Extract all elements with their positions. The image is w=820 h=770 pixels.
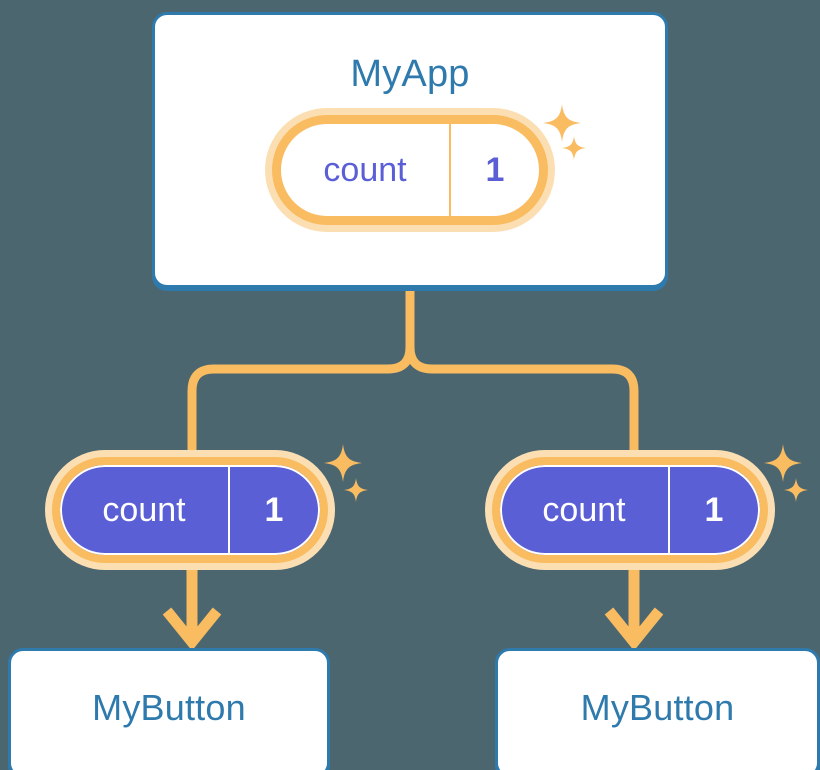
state-pill-branch-0[interactable]: count 1 <box>45 450 335 570</box>
page-title: MyApp <box>350 53 470 95</box>
sparkle-icon <box>784 478 808 502</box>
state-pill-ring: count 1 <box>492 457 768 563</box>
arrow-left-head-icon <box>162 607 222 651</box>
sparkle-icon <box>344 478 368 502</box>
state-pill-ring: count 1 <box>52 457 328 563</box>
state-pill-root[interactable]: count 1 <box>265 108 555 232</box>
sparkle-icon <box>324 444 362 482</box>
state-pill-value: 1 <box>668 465 758 555</box>
arrow-right-head-icon <box>604 607 664 651</box>
component-card-label: MyButton <box>580 687 735 728</box>
state-pill-branch-1[interactable]: count 1 <box>485 450 775 570</box>
state-pill-key: count <box>323 150 407 189</box>
state-pill-ring: count 1 <box>272 115 548 225</box>
sparkle-icon <box>764 444 802 482</box>
component-card-mybutton-left[interactable]: MyButton <box>8 648 330 770</box>
state-pill-value: 1 <box>449 124 539 216</box>
state-pill-key: count <box>542 490 626 529</box>
component-card-mybutton-right[interactable]: MyButton <box>495 648 820 770</box>
state-pill-value: 1 <box>228 465 318 555</box>
state-pill-key: count <box>102 490 186 529</box>
component-card-label: MyButton <box>92 687 246 728</box>
